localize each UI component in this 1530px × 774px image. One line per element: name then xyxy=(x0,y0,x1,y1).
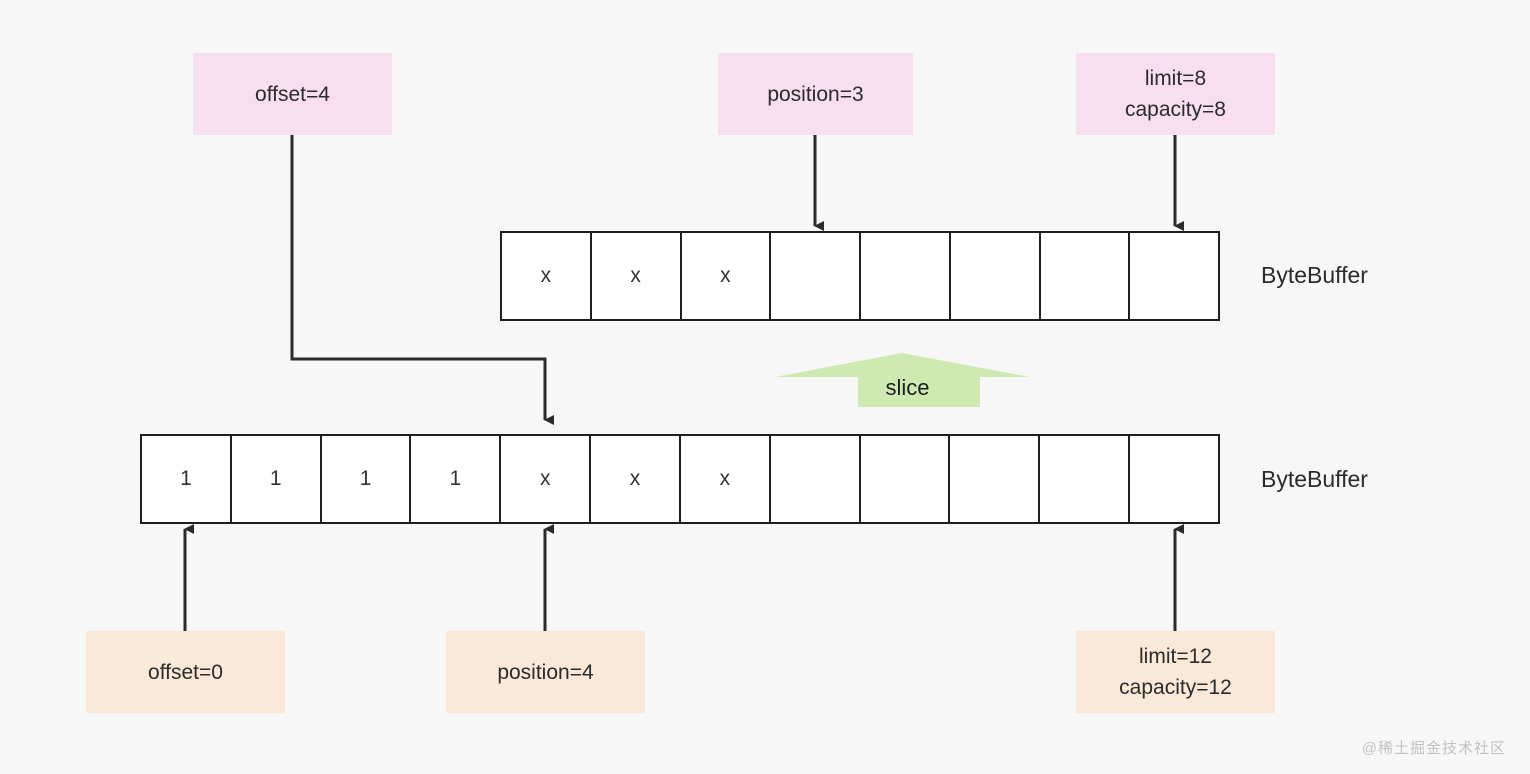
label-position-3-line-1: position=3 xyxy=(767,82,864,106)
label-offset-0: offset=0 xyxy=(86,631,285,713)
label-offset-0-line-1: offset=0 xyxy=(148,660,223,684)
top-bytebuffer-cell-4 xyxy=(861,233,951,319)
label-position-3: position=3 xyxy=(718,53,913,135)
bottom-bytebuffer-cell-11 xyxy=(1130,436,1218,522)
bottom-bytebuffer-cell-5: x xyxy=(591,436,681,522)
label-position-4: position=4 xyxy=(446,631,645,713)
bottom-bytebuffer-cell-7 xyxy=(770,436,861,522)
bottom-bytebuffer-cell-1: 1 xyxy=(231,436,322,522)
top-bytebuffer-cell-3 xyxy=(771,233,861,319)
label-limit-8-line-1: limit=8 xyxy=(1144,67,1207,90)
label-position-4-line-1: position=4 xyxy=(497,660,594,684)
top-bytebuffer-cell-2: x xyxy=(681,233,772,319)
label-offset-4-line-1: offset=4 xyxy=(255,82,330,106)
bottom-bytebuffer-cell-10 xyxy=(1040,436,1131,522)
slice-arrow: slice xyxy=(770,345,1045,407)
bottom-bytebuffer-cell-9 xyxy=(950,436,1041,522)
top-bytebuffer-caption: ByteBuffer xyxy=(1261,262,1368,288)
top-bytebuffer-cell-7 xyxy=(1130,233,1218,319)
label-limit-8-capacity-8: limit=8 capacity=8 xyxy=(1076,53,1275,135)
label-limit-12-capacity-12: limit=12 capacity=12 xyxy=(1076,631,1275,713)
bottom-bytebuffer-cell-4: x xyxy=(501,436,592,522)
top-bytebuffer-cell-0: x xyxy=(502,233,592,319)
bottom-bytebuffer-cell-2: 1 xyxy=(321,436,412,522)
label-limit-12-line-1: limit=12 xyxy=(1139,645,1212,668)
label-offset-4: offset=4 xyxy=(193,53,392,135)
top-bytebuffer-cell-5 xyxy=(950,233,1041,319)
top-bytebuffer-cell-6 xyxy=(1040,233,1131,319)
label-capacity-12-line-2: capacity=12 xyxy=(1119,676,1232,699)
bottom-bytebuffer-cell-8 xyxy=(860,436,951,522)
slice-arrow-shape xyxy=(775,353,1030,407)
bottom-bytebuffer-caption: ByteBuffer xyxy=(1261,466,1368,492)
bottom-bytebuffer-cell-0: 1 xyxy=(142,436,232,522)
label-capacity-8-line-2: capacity=8 xyxy=(1125,98,1226,121)
bottom-bytebuffer-cell-3: 1 xyxy=(411,436,502,522)
watermark: @稀土掘金技术社区 xyxy=(1361,740,1506,757)
top-bytebuffer-cell-1: x xyxy=(591,233,682,319)
bottom-bytebuffer-cell-6: x xyxy=(680,436,771,522)
